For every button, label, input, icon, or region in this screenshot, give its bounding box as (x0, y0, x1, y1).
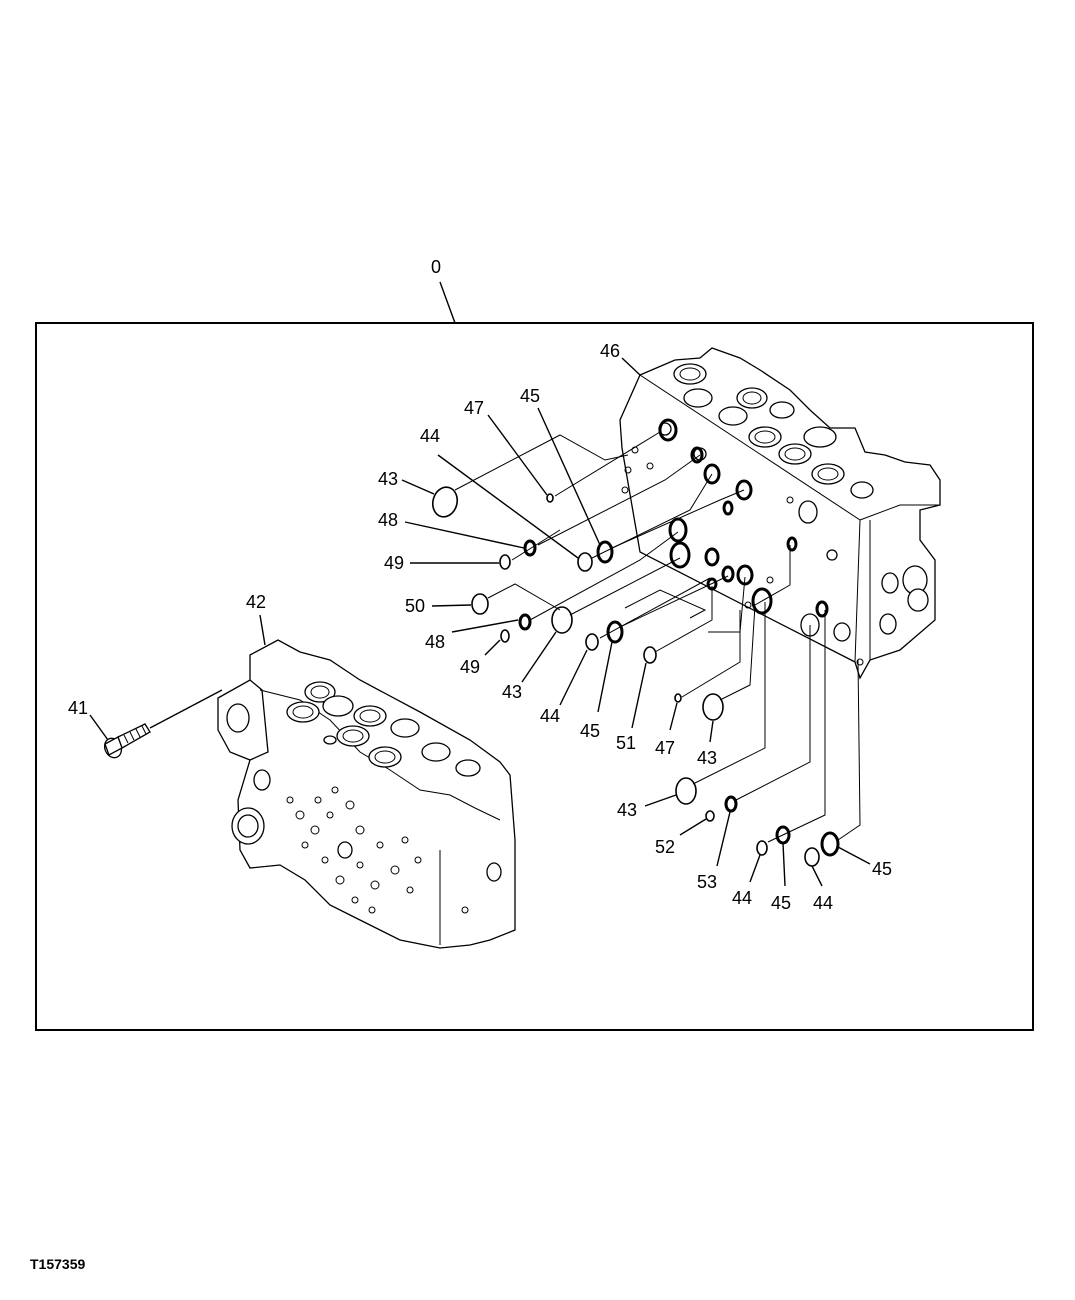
valve-section-46 (619, 347, 941, 680)
assembly-frame (35, 322, 1034, 1031)
o-rings (431, 418, 840, 867)
callout-0: 0 (431, 257, 441, 277)
callout-52: 52 (655, 837, 675, 857)
callout-44: 44 (813, 893, 833, 913)
callout-42: 42 (246, 592, 266, 612)
figure-id: T157359 (30, 1256, 86, 1272)
callout-47: 47 (464, 398, 484, 418)
screw-axis (149, 689, 223, 729)
cap-screw-41 (103, 723, 151, 759)
callout-43: 43 (697, 748, 717, 768)
callout-45: 45 (520, 386, 540, 406)
callout-leaders (89, 357, 871, 887)
callout-44: 44 (732, 888, 752, 908)
callout-51: 51 (616, 733, 636, 753)
callout-50: 50 (405, 596, 425, 616)
callout-45: 45 (771, 893, 791, 913)
callout-49: 49 (384, 553, 404, 573)
callout-43: 43 (617, 800, 637, 820)
callout-41: 41 (68, 698, 88, 718)
callout-44: 44 (540, 706, 560, 726)
callout-53: 53 (697, 872, 717, 892)
leader-0 (439, 281, 456, 324)
callout-47: 47 (655, 738, 675, 758)
callout-44: 44 (420, 426, 440, 446)
callout-49: 49 (460, 657, 480, 677)
callout-45: 45 (872, 859, 892, 879)
callout-43: 43 (378, 469, 398, 489)
callout-labels: 0 42 41 46 47 45 44 43 48 49 50 48 49 43… (68, 257, 892, 913)
callout-43: 43 (502, 682, 522, 702)
callout-45: 45 (580, 721, 600, 741)
callout-48: 48 (378, 510, 398, 530)
valve-section-42 (217, 639, 516, 949)
alignment-lines (454, 431, 861, 843)
callout-48: 48 (425, 632, 445, 652)
callout-46: 46 (600, 341, 620, 361)
